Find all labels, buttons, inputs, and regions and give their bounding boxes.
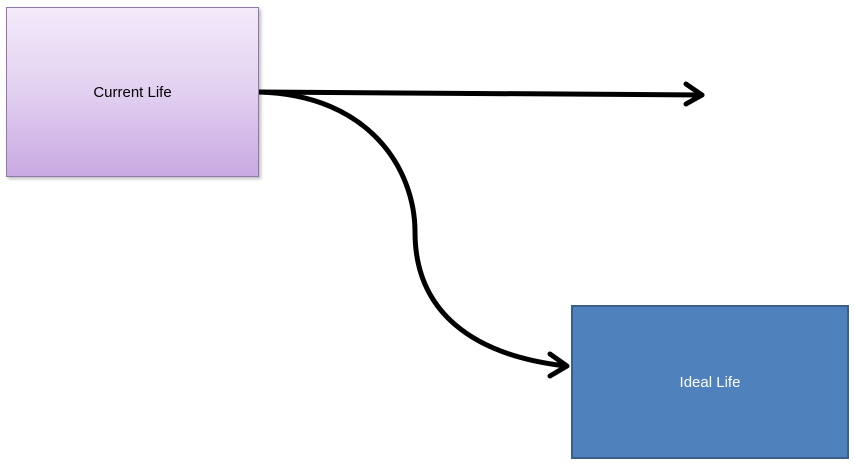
- arrow-straight-right: [256, 81, 705, 107]
- current-life-box: Current Life: [6, 7, 259, 177]
- arrow-curved-head: [547, 351, 570, 379]
- arrow-curved-line: [256, 89, 569, 369]
- ideal-life-label: Ideal Life: [679, 373, 741, 391]
- arrow-straight-head: [683, 81, 705, 107]
- arrow-straight-line: [256, 89, 705, 98]
- current-life-label: Current Life: [93, 83, 172, 101]
- arrow-curved-to-ideal: [256, 89, 570, 379]
- ideal-life-box: Ideal Life: [571, 305, 849, 459]
